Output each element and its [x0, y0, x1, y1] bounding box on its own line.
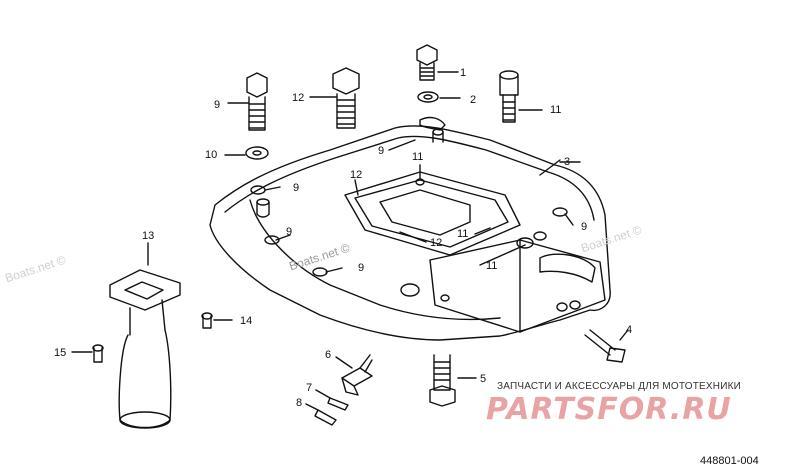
washer-10 — [224, 146, 269, 160]
callout-12c: 12 — [430, 237, 442, 249]
cap-screw-11 — [499, 70, 543, 123]
bolt-5 — [429, 354, 477, 407]
callout-13: 13 — [142, 230, 154, 242]
callout-12a: 12 — [292, 92, 304, 104]
callout-9f: 9 — [358, 262, 364, 274]
brand-logo: PARTSFOR.RU — [486, 392, 732, 427]
terminal-8 — [305, 403, 337, 426]
callout-2: 2 — [470, 94, 476, 106]
mount-column-13 — [109, 242, 181, 429]
adapter-plate — [209, 116, 611, 341]
leader-lines — [264, 139, 574, 273]
callout-9c: 9 — [293, 182, 299, 194]
callout-9b: 9 — [378, 145, 384, 157]
bolt-1 — [416, 44, 459, 81]
callout-11c: 11 — [457, 228, 468, 240]
terminal-7 — [315, 389, 349, 411]
callout-4: 4 — [626, 324, 632, 336]
callout-9a: 9 — [214, 99, 220, 111]
callout-10: 10 — [205, 149, 217, 161]
callout-6: 6 — [325, 349, 331, 361]
callout-11d: 11 — [486, 260, 497, 272]
diagram-part-number: 448801-004 — [700, 455, 759, 467]
callout-8: 8 — [296, 397, 302, 409]
callout-11a: 11 — [550, 104, 561, 116]
bolt-9 — [227, 72, 268, 131]
callout-1: 1 — [460, 67, 466, 79]
callout-3: 3 — [564, 156, 570, 168]
callout-14: 14 — [240, 315, 252, 327]
callout-5: 5 — [480, 373, 486, 385]
bolt-4 — [584, 329, 629, 363]
callout-15: 15 — [54, 347, 66, 359]
brand-caption: ЗАПЧАСТИ И АКСЕССУАРЫ ДЛЯ МОТОТЕХНИКИ — [497, 381, 742, 392]
lock-washer-2 — [417, 91, 461, 103]
callout-11b: 11 — [412, 151, 423, 163]
callout-9e: 9 — [286, 226, 292, 238]
callout-9d: 9 — [581, 221, 587, 233]
callout-7: 7 — [306, 382, 312, 394]
screw-15 — [71, 344, 104, 363]
screw-14 — [201, 312, 233, 329]
bolt-12 — [309, 67, 360, 129]
sensor-6 — [335, 354, 373, 396]
callout-12b: 12 — [350, 169, 362, 181]
